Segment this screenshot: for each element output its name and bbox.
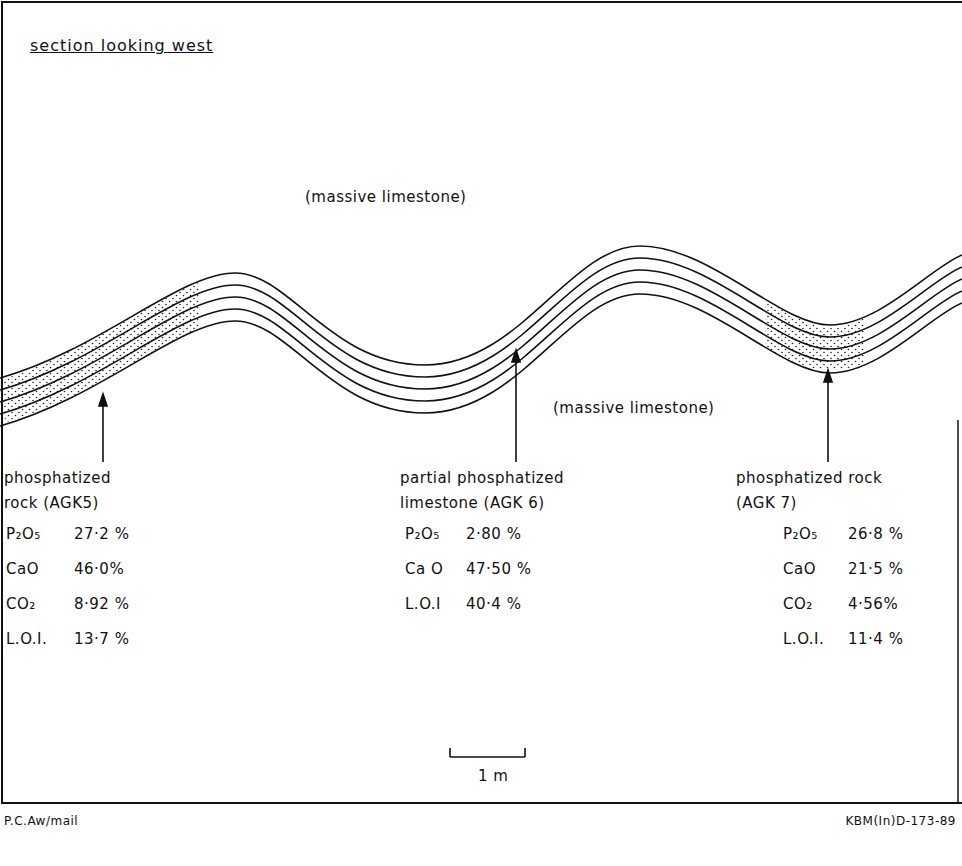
frame bbox=[2, 2, 962, 803]
oxide-name: CO₂ bbox=[783, 592, 813, 617]
oxide-name: P₂O₅ bbox=[783, 522, 818, 547]
oxide-name: P₂O₅ bbox=[405, 522, 440, 547]
assay-value: 40·4 % bbox=[466, 592, 521, 617]
assay-value: 13·7 % bbox=[74, 627, 129, 652]
oxide-name: CaO bbox=[6, 557, 39, 582]
scale-label: 1 m bbox=[478, 764, 508, 789]
frame-edge bbox=[957, 420, 959, 803]
sample-arrows bbox=[99, 350, 832, 462]
assay-value: 21·5 % bbox=[848, 557, 903, 582]
folded-strata bbox=[0, 246, 962, 426]
rock-unit: (massive limestone) bbox=[305, 185, 466, 210]
assay-value: 4·56% bbox=[848, 592, 898, 617]
assay-value: 47·50 % bbox=[466, 557, 531, 582]
oxide-name: P₂O₅ bbox=[6, 522, 41, 547]
oxide-name: L.O.I. bbox=[783, 627, 824, 652]
sample-name: phosphatized rock (AGK 7) bbox=[736, 466, 926, 516]
oxide-name: CO₂ bbox=[6, 592, 36, 617]
oxide-name: CaO bbox=[783, 557, 816, 582]
assay-value: 26·8 % bbox=[848, 522, 903, 547]
assay-value: 2·80 % bbox=[466, 522, 521, 547]
rock-unit: (massive limestone) bbox=[553, 396, 714, 421]
assay-value: 8·92 % bbox=[74, 592, 129, 617]
scale-bar bbox=[450, 748, 525, 757]
drafter-note: P.C.Aw/mail bbox=[4, 812, 78, 830]
drawing-number: KBM(In)D-173-89 bbox=[845, 812, 956, 830]
oxide-name: Ca O bbox=[405, 557, 443, 582]
assay-value: 46·0% bbox=[74, 557, 124, 582]
assay-value: 27·2 % bbox=[74, 522, 129, 547]
assay-value: 11·4 % bbox=[848, 627, 903, 652]
sample-name: phosphatized rock (AGK5) bbox=[4, 466, 144, 516]
oxide-name: L.O.I bbox=[405, 592, 441, 617]
sample-name: partial phosphatized limestone (AGK 6) bbox=[400, 466, 635, 516]
section-title: section looking west bbox=[30, 36, 213, 55]
oxide-name: L.O.I. bbox=[6, 627, 47, 652]
